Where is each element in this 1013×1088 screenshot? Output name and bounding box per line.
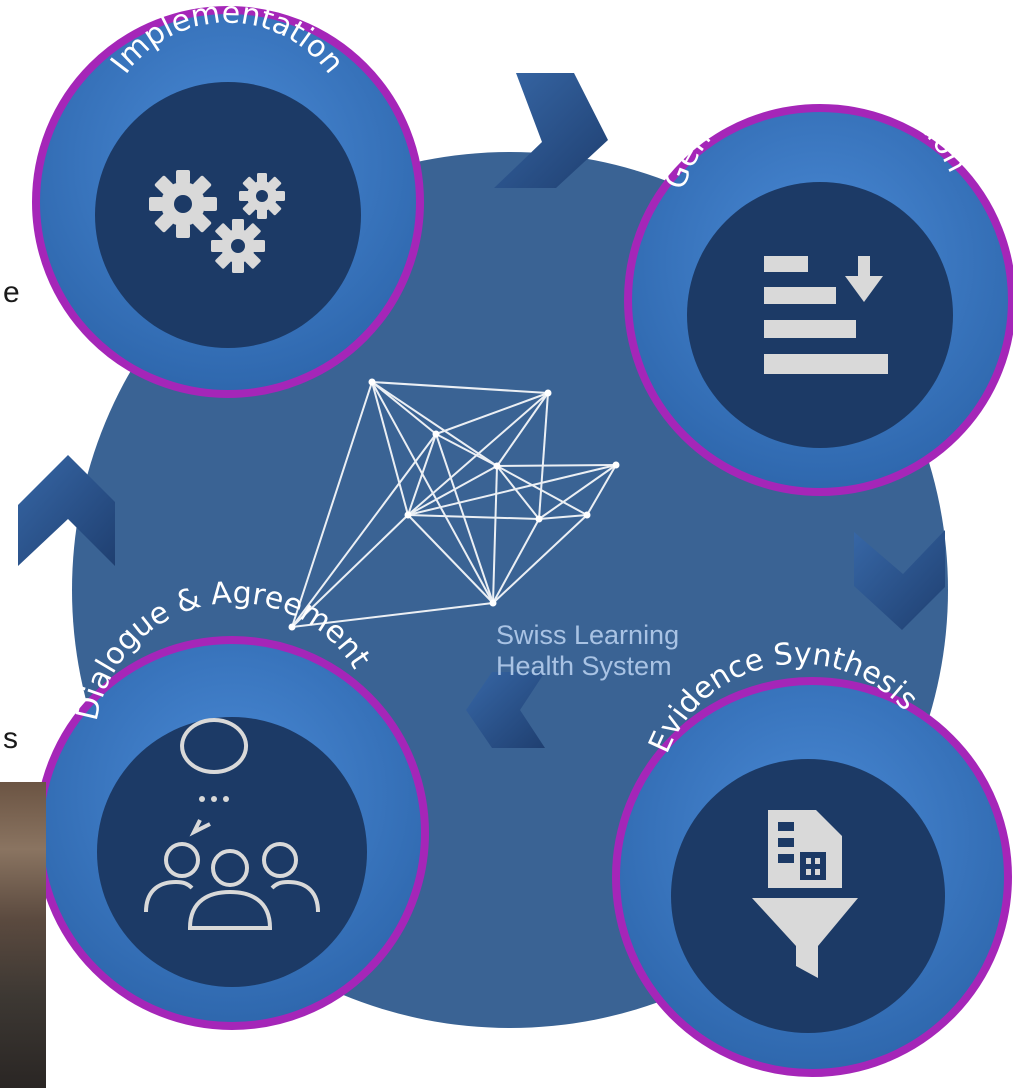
stage-generation-selection: Generation & Selection (624, 61, 1013, 496)
arrow-implementation-to-generation (494, 73, 608, 188)
arrow-evidence-to-dialogue-bottom (466, 672, 545, 748)
speech-dots (199, 796, 229, 802)
ranked-list-icon (764, 256, 888, 374)
network-graph (291, 381, 617, 628)
stage-evidence-synthesis: Evidence Synthesis (612, 637, 1012, 1077)
cropped-photo-edge (0, 782, 46, 1088)
gears-icon (149, 170, 285, 273)
edge-text-fragment-upper: e (3, 276, 20, 309)
group-discussion-icon (144, 718, 320, 930)
hub-label-line2: Health System (496, 651, 672, 681)
document-filter-icon (752, 810, 858, 978)
network-nodes (288, 378, 620, 631)
arrow-generation-to-evidence (854, 530, 945, 630)
hub-label: Swiss Learning Health System (496, 620, 756, 682)
hub-label-line1: Swiss Learning (496, 620, 680, 650)
edge-text-fragment-lower: s (3, 722, 18, 755)
arrow-dialogue-to-implementation (18, 455, 115, 566)
stage-implementation: Implementation (32, 0, 424, 398)
cycle-arrows (18, 73, 945, 748)
